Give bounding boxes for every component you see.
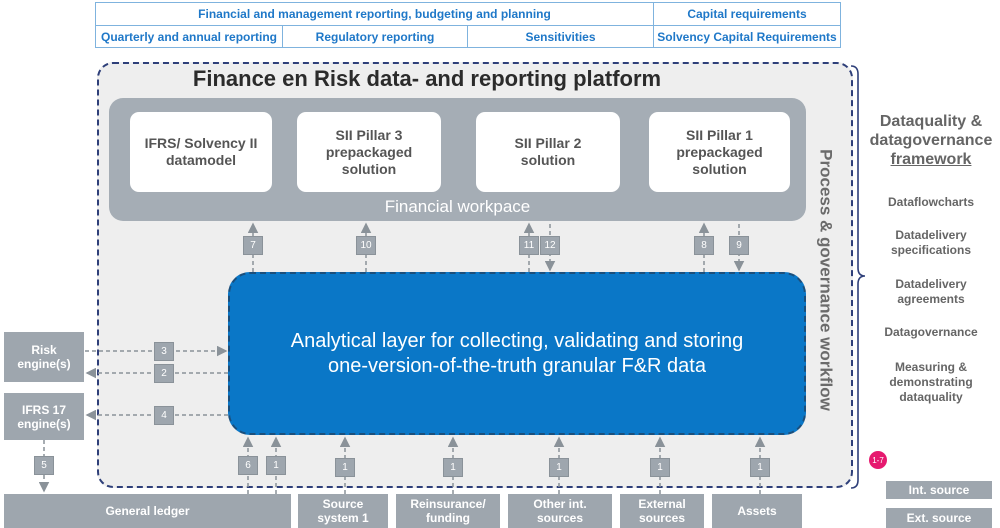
source-other-internal: Other int. sources — [508, 494, 612, 528]
connector-label-5: 5 — [34, 456, 54, 475]
connector-label-10: 10 — [356, 236, 376, 255]
box-sii-pillar2: SII Pillar 2 solution — [476, 112, 620, 192]
connector-label-9: 9 — [729, 236, 749, 255]
connector-label-1: 1 — [650, 458, 670, 477]
badge-1-7: 1-7 — [869, 451, 887, 469]
connector-label-1: 1 — [266, 456, 286, 475]
source-general-ledger: General ledger — [4, 494, 291, 528]
connector-label-6: 6 — [238, 456, 258, 475]
connector-label-8: 8 — [694, 236, 714, 255]
connector-label-3: 3 — [154, 342, 174, 361]
connector-label-1: 1 — [443, 458, 463, 477]
risk-engines: Risk engine(s) — [4, 332, 84, 382]
source-reinsurance-funding: Reinsurance/ funding — [396, 494, 500, 528]
connector-label-4: 4 — [154, 406, 174, 425]
ifrs17-engines: IFRS 17 engine(s) — [4, 393, 84, 440]
box-sii-pillar3: SII Pillar 3 prepackaged solution — [297, 112, 441, 192]
platform-title: Finance en Risk data- and reporting plat… — [192, 66, 662, 91]
header-solvency-capital: Solvency Capital Requirements — [653, 25, 841, 48]
connector-label-2: 2 — [154, 364, 174, 383]
framework-item-datagovernance: Datagovernance — [884, 325, 978, 339]
process-governance-text: Process & governance workflow — [817, 149, 836, 411]
framework-title-line3: framework — [890, 151, 972, 168]
header-financial-reporting: Financial and management reporting, budg… — [95, 2, 654, 26]
analytical-layer: Analytical layer for collecting, validat… — [228, 272, 806, 435]
legend-int-source: Int. source — [886, 481, 992, 499]
framework-title: Dataquality & datagovernance framework — [862, 112, 1000, 169]
header-regulatory-reporting: Regulatory reporting — [282, 25, 468, 48]
workspace-label: Financial workpace — [384, 197, 531, 216]
header-quarterly-annual: Quarterly and annual reporting — [95, 25, 283, 48]
source-external: External sources — [620, 494, 704, 528]
framework-item-measuring-dataquality: Measuring & demonstrating dataquality — [889, 360, 973, 404]
legend-ext-source: Ext. source — [886, 508, 992, 528]
connector-label-12: 12 — [540, 236, 560, 255]
connector-label-7: 7 — [243, 236, 263, 255]
framework-item-dataflowcharts: Dataflowcharts — [887, 195, 975, 209]
framework-item-delivery-agreements: Datadelivery agreements — [895, 277, 967, 306]
connector-label-11: 11 — [519, 236, 539, 255]
connector-label-1: 1 — [335, 458, 355, 477]
source-assets: Assets — [712, 494, 802, 528]
header-sensitivities: Sensitivities — [467, 25, 654, 48]
framework-title-line2: datagovernance — [869, 132, 993, 149]
connector-label-1: 1 — [549, 458, 569, 477]
process-governance-label: Process & governance workflow — [817, 149, 836, 411]
framework-title-line1: Dataquality & — [879, 113, 983, 130]
framework-item-delivery-specs: Datadelivery specifications — [890, 228, 972, 257]
connector-label-1: 1 — [750, 458, 770, 477]
box-ifrs-solvency-datamodel: IFRS/ Solvency II datamodel — [130, 112, 272, 192]
source-system-1: Source system 1 — [298, 494, 388, 528]
box-sii-pillar1: SII Pillar 1 prepackaged solution — [649, 112, 790, 192]
